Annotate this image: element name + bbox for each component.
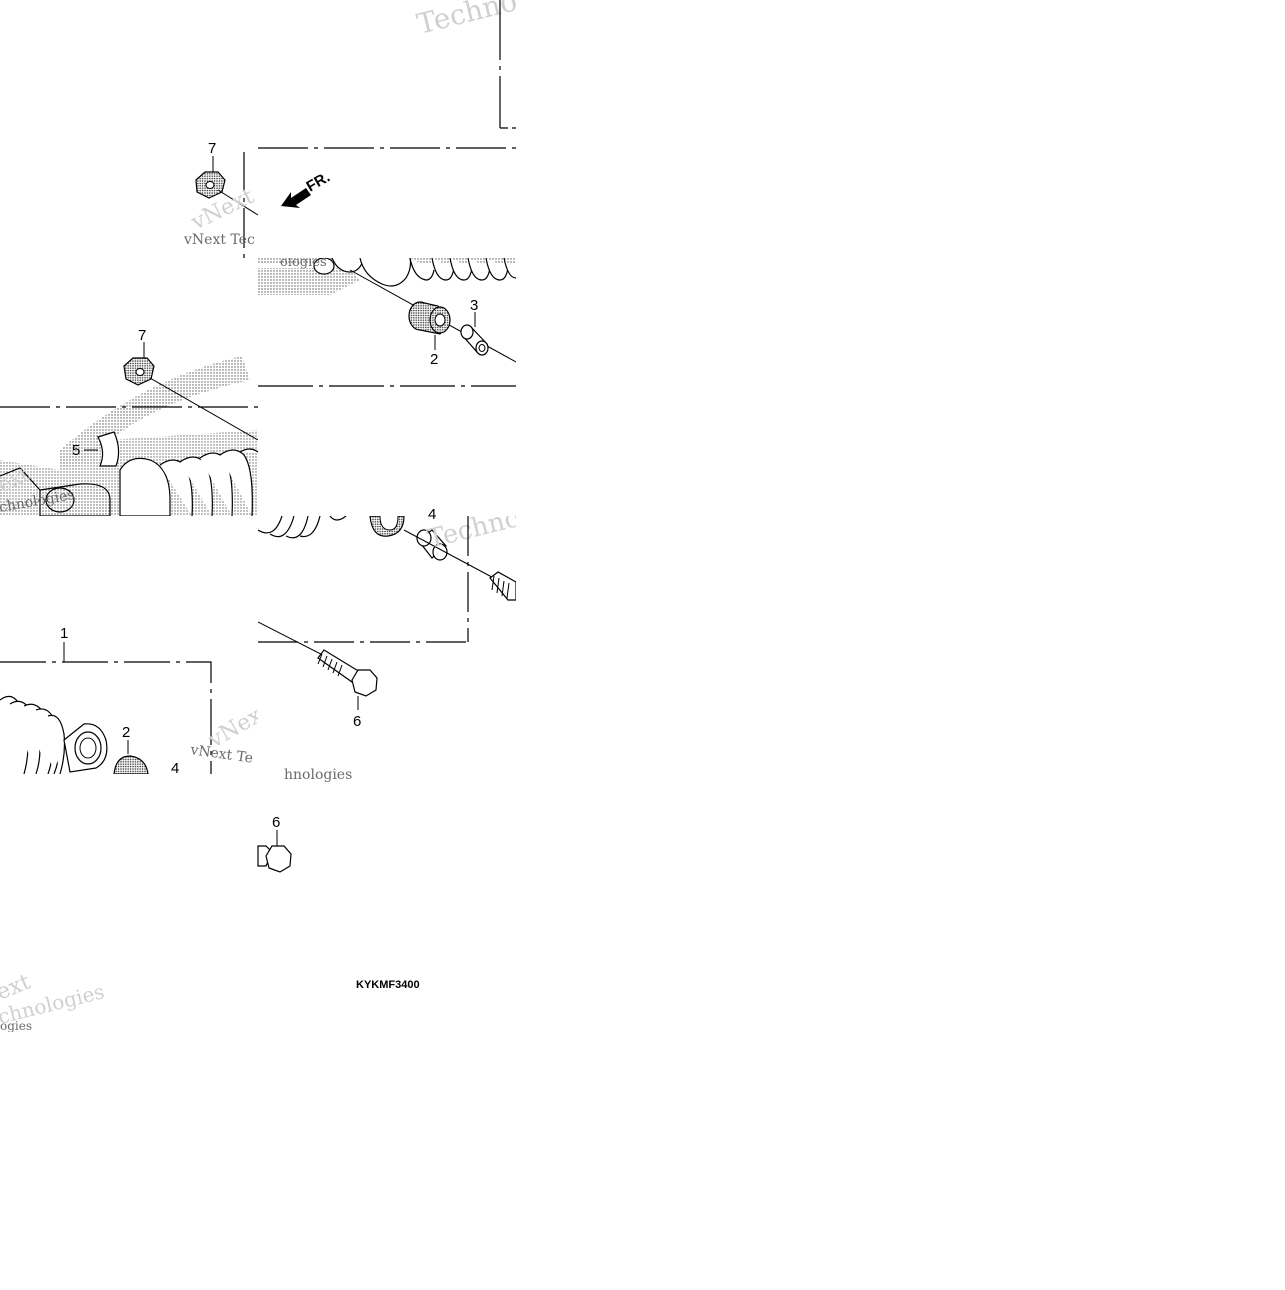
tile-shock-lower-right: Techno xyxy=(258,503,523,710)
spring-seat-5 xyxy=(84,431,120,467)
rubber-bush-2-upper xyxy=(408,301,451,350)
callout-4-lower: 4 xyxy=(171,760,179,777)
watermark-text: Techno xyxy=(424,503,523,555)
rubber-bush-4-lower xyxy=(369,516,405,537)
front-arrow-icon xyxy=(281,188,311,208)
tile-shock-lower-left: vNext Te vNext xyxy=(0,642,275,774)
collar-3 xyxy=(460,312,489,356)
front-direction-indicator: FR. xyxy=(258,147,516,208)
watermark-text: ologies xyxy=(280,255,327,270)
watermark-text: vNext Tec xyxy=(183,232,255,248)
watermark-text: Techno xyxy=(414,0,521,41)
callout-7-upper: 7 xyxy=(208,140,216,157)
diagram-code: KYKMF3400 xyxy=(356,979,420,991)
tile-shock-left: ext chnologies xyxy=(0,342,258,516)
shock-lower-spring xyxy=(0,695,66,774)
callout-4-upper: 4 xyxy=(428,506,436,523)
callout-1: 1 xyxy=(60,625,68,642)
callout-2-lower: 2 xyxy=(122,724,130,741)
rubber-bush-2-lower xyxy=(113,740,149,774)
watermark-text: hnologies xyxy=(284,767,352,783)
callout-5: 5 xyxy=(72,442,80,459)
callout-6-upper: 6 xyxy=(353,713,361,730)
watermark-text: vNext xyxy=(204,698,275,753)
tile-bottom-left: ext chnologies ogies xyxy=(0,969,107,1033)
nut-7-lower xyxy=(123,342,258,441)
collar-lower xyxy=(416,529,448,561)
callout-2-upper: 2 xyxy=(430,351,438,368)
tile-top-right: Techno xyxy=(414,0,521,129)
callout-3: 3 xyxy=(470,297,478,314)
watermark-text: ogies xyxy=(0,1019,32,1033)
shock-spring-coils xyxy=(119,448,258,516)
callout-6-lower: 6 xyxy=(272,814,280,831)
callout-7-lower: 7 xyxy=(138,327,146,344)
bolt-6-upper xyxy=(317,649,378,710)
bolt-end-thread xyxy=(489,571,516,601)
bolt-6-lower xyxy=(257,830,292,873)
shock-eye xyxy=(63,723,108,773)
tile-shock-upper-right: ologies xyxy=(258,255,516,387)
nut-7-upper xyxy=(195,156,259,216)
